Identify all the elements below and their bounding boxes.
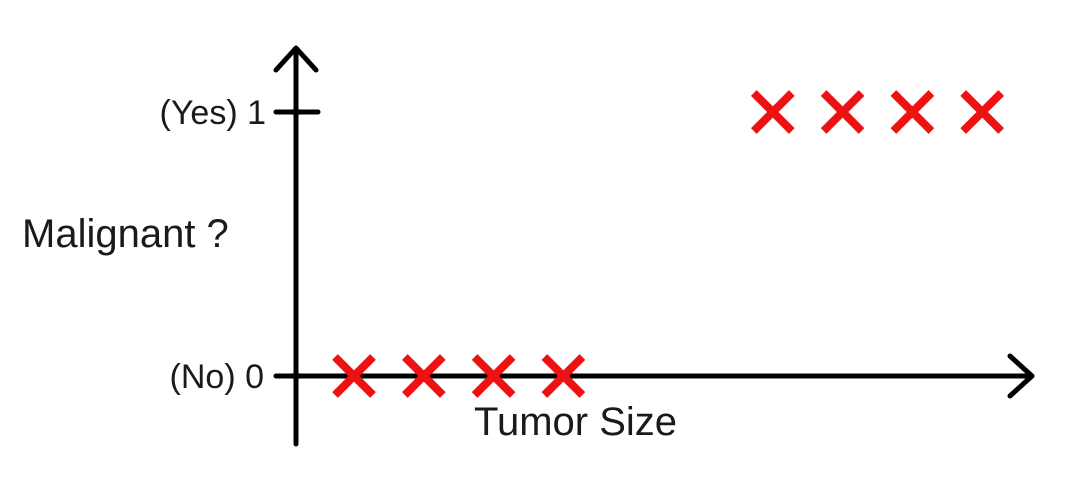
marker-stroke: [960, 90, 1005, 134]
y-axis-label: Malignant ?: [22, 212, 229, 256]
data-point-x-marker: [471, 354, 516, 398]
data-point-x-marker: [960, 90, 1005, 134]
marker-stroke: [541, 354, 586, 398]
marker-stroke: [332, 354, 376, 398]
data-point-x-marker: [332, 354, 376, 398]
y-axis-arrowhead: [273, 45, 319, 73]
x-axis-label: Tumor Size: [474, 400, 677, 444]
marker-stroke: [401, 354, 446, 398]
data-point-x-marker: [750, 90, 795, 134]
data-points: [332, 90, 1005, 398]
x-axis-arrowhead: [1007, 353, 1035, 399]
y-tick-label-1: (Yes) 1: [160, 94, 266, 132]
marker-stroke: [820, 90, 865, 134]
data-point-x-marker: [401, 354, 446, 398]
marker-stroke: [890, 90, 935, 134]
y-tick-label-0: (No) 0: [170, 358, 264, 396]
data-point-x-marker: [890, 90, 935, 134]
data-point-x-marker: [541, 354, 586, 398]
marker-stroke: [471, 354, 516, 398]
data-point-x-marker: [820, 90, 865, 134]
marker-stroke: [750, 90, 795, 134]
